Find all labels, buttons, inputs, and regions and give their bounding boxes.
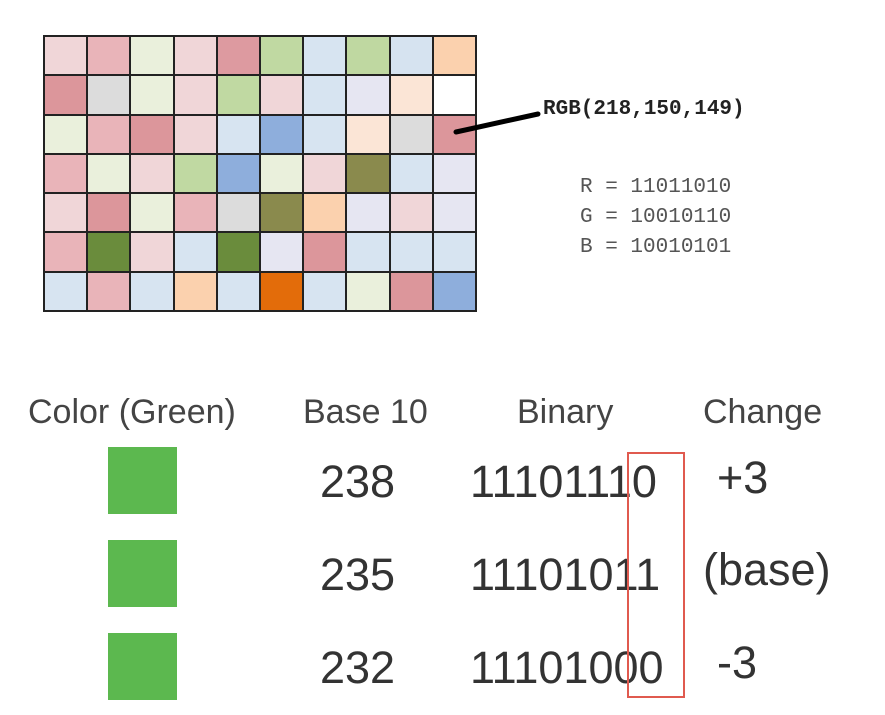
pixel-cell <box>131 233 173 271</box>
pixel-cell <box>304 115 346 153</box>
pixel-grid <box>43 35 477 312</box>
pixel-cell <box>347 76 389 114</box>
pixel-cell <box>261 272 303 310</box>
pixel-cell <box>131 115 173 153</box>
pixel-cell <box>304 154 346 193</box>
pixel-cell <box>433 76 475 114</box>
pixel-cell <box>390 76 432 114</box>
pixel-cell <box>304 76 346 114</box>
pixel-cell <box>390 194 432 232</box>
pixel-cell <box>45 37 87 75</box>
pixel-cell <box>217 154 259 193</box>
binary-value: 11101000 <box>470 642 664 694</box>
pixel-cell <box>347 37 389 75</box>
pixel-cell <box>45 233 87 271</box>
pixel-cell <box>45 154 87 193</box>
binary-low-bits: 10 <box>606 456 657 507</box>
pixel-cell <box>174 233 216 271</box>
pixel-cell <box>304 37 346 75</box>
pixel-cell <box>45 76 87 114</box>
pixel-cell <box>261 233 303 271</box>
base10-value: 235 <box>320 549 396 600</box>
lsb-highlight-box <box>627 452 685 698</box>
pixel-cell <box>88 76 130 114</box>
pixel-cell <box>217 272 259 310</box>
pixel-cell <box>261 37 303 75</box>
green-swatch <box>108 447 177 514</box>
pixel-cell <box>131 272 173 310</box>
red-binary: R = 11011010 <box>580 176 732 199</box>
pixel-cell <box>45 272 87 310</box>
rgb-binary-breakdown: R = 11011010 G = 10010110 B = 10010101 <box>580 173 731 263</box>
pixel-cell <box>347 233 389 271</box>
pixel-cell <box>433 233 475 271</box>
pixel-cell <box>390 154 432 193</box>
pixel-cell <box>217 115 259 153</box>
pixel-cell <box>217 233 259 271</box>
pixel-cell <box>390 272 432 310</box>
pixel-cell <box>88 37 130 75</box>
pixel-cell <box>217 37 259 75</box>
header-binary: Binary <box>517 393 614 431</box>
binary-value: 11101011 <box>470 549 660 601</box>
pixel-cell <box>433 154 475 193</box>
binary-high-bits: 111011 <box>470 456 607 507</box>
change-value: +3 <box>717 452 769 503</box>
pixel-cell <box>174 115 216 153</box>
pixel-cell <box>347 154 389 193</box>
pixel-cell <box>217 194 259 232</box>
pixel-cell <box>261 76 303 114</box>
binary-low-bits: 11 <box>613 549 661 600</box>
header-change: Change <box>703 393 823 431</box>
binary-high-bits: 111010 <box>470 549 614 600</box>
pixel-cell <box>261 115 303 153</box>
change-value: (base) <box>703 544 831 595</box>
pixel-cell <box>390 115 432 153</box>
pixel-cell <box>88 272 130 310</box>
pixel-cell <box>390 37 432 75</box>
pixel-cell <box>390 233 432 271</box>
rgb-label: RGB(218,150,149) <box>543 98 745 121</box>
pixel-cell <box>88 115 130 153</box>
pixel-cell <box>88 194 130 232</box>
header-color: Color (Green) <box>28 393 236 431</box>
pixel-cell <box>131 76 173 114</box>
pixel-cell <box>131 194 173 232</box>
pixel-cell <box>45 115 87 153</box>
binary-value: 11101110 <box>470 456 657 508</box>
pixel-cell <box>433 272 475 310</box>
header-base10: Base 10 <box>303 393 428 431</box>
green-swatch <box>108 540 177 607</box>
green-swatch <box>108 633 177 700</box>
pixel-cell <box>88 233 130 271</box>
pixel-cell <box>174 194 216 232</box>
pixel-cell <box>433 194 475 232</box>
green-binary: G = 10010110 <box>580 206 732 229</box>
pixel-cell <box>433 115 475 153</box>
pixel-cell <box>261 154 303 193</box>
pixel-cell <box>45 194 87 232</box>
pixel-cell <box>174 76 216 114</box>
binary-high-bits: 111010 <box>470 642 614 693</box>
pixel-cell <box>304 233 346 271</box>
base10-value: 238 <box>320 456 396 507</box>
base10-value: 232 <box>320 642 396 693</box>
pixel-cell <box>347 272 389 310</box>
pixel-cell <box>174 37 216 75</box>
pixel-cell <box>261 194 303 232</box>
pixel-cell <box>433 37 475 75</box>
pixel-cell <box>304 194 346 232</box>
pixel-cell <box>174 272 216 310</box>
pixel-cell <box>88 154 130 193</box>
pixel-cell <box>131 154 173 193</box>
pixel-cell <box>174 154 216 193</box>
pixel-cell <box>347 194 389 232</box>
change-value: -3 <box>717 637 758 688</box>
blue-binary: B = 10010101 <box>580 236 732 259</box>
pixel-cell <box>347 115 389 153</box>
pixel-cell <box>304 272 346 310</box>
binary-low-bits: 00 <box>613 642 664 693</box>
pixel-cell <box>131 37 173 75</box>
pixel-cell <box>217 76 259 114</box>
